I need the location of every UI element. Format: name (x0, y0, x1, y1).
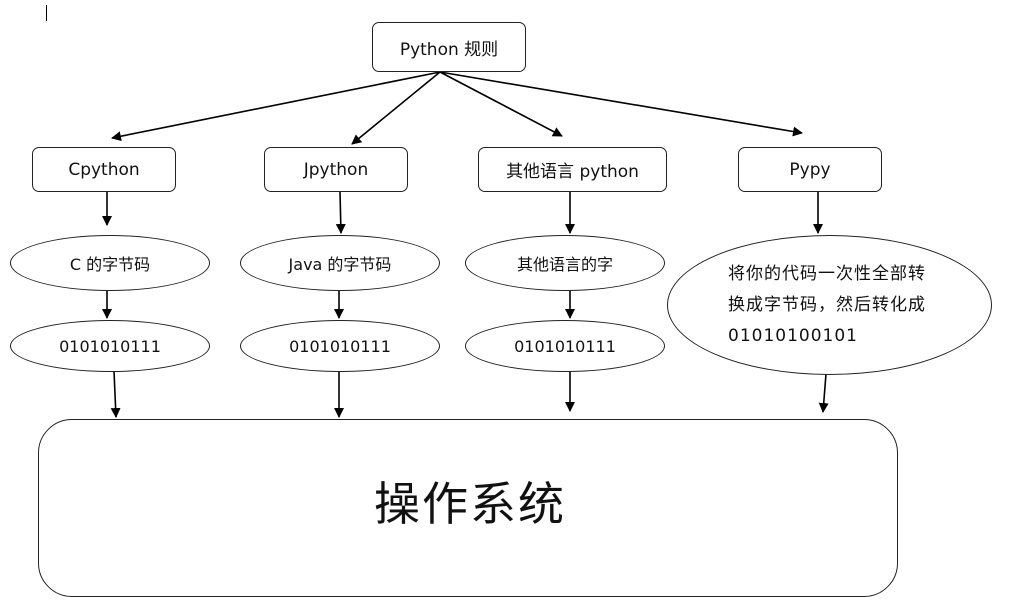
root-label: Python 规则 (399, 39, 499, 60)
pypy-description-node: 将你的代码一次性全部转换成字节码，然后转化成 01010100101 (667, 235, 992, 375)
cpython-node: Cpython (32, 147, 176, 192)
other-binary-label: 0101010111 (514, 336, 616, 356)
c-binary-label: 0101010111 (59, 336, 161, 356)
c-bytecode-node: C 的字节码 (10, 235, 210, 291)
c-binary-node: 0101010111 (10, 320, 210, 372)
c-bytecode-label: C 的字节码 (69, 255, 151, 274)
edge-root-other (439, 71, 563, 137)
pypy-description-label: 将你的代码一次性全部转换成字节码，然后转化成 01010100101 (728, 263, 926, 346)
pypy-node: Pypy (738, 147, 882, 192)
other-bytecode-node: 其他语言的字 (465, 235, 665, 291)
cpython-label: Cpython (68, 159, 140, 180)
java-bytecode-label: Java 的字节码 (288, 255, 392, 274)
operating-system-node (38, 419, 898, 597)
jpython-node: Jpython (264, 147, 408, 192)
java-binary-node: 0101010111 (240, 320, 440, 372)
edge-root-cpython (111, 71, 441, 142)
edge-description-os (818, 373, 829, 413)
other-bytecode-label: 其他语言的字 (516, 255, 613, 274)
edge-root-pypy (439, 71, 803, 137)
other-binary-node: 0101010111 (465, 320, 665, 372)
other-language-python-label: 其他语言 python (506, 162, 639, 182)
other-language-python-node: 其他语言 python (478, 147, 667, 192)
edge-cbinary-os (110, 370, 121, 418)
root-python-rules-node: Python 规则 (372, 22, 526, 72)
operating-system-label: 操作系统 (374, 477, 566, 531)
pypy-label: Pypy (789, 159, 831, 180)
edge-root-jpython (351, 71, 441, 145)
edge-jpython-bytecode (335, 191, 346, 234)
jpython-label: Jpython (303, 159, 369, 180)
java-binary-label: 0101010111 (289, 336, 391, 356)
java-bytecode-node: Java 的字节码 (240, 235, 440, 291)
text-cursor (46, 5, 47, 21)
